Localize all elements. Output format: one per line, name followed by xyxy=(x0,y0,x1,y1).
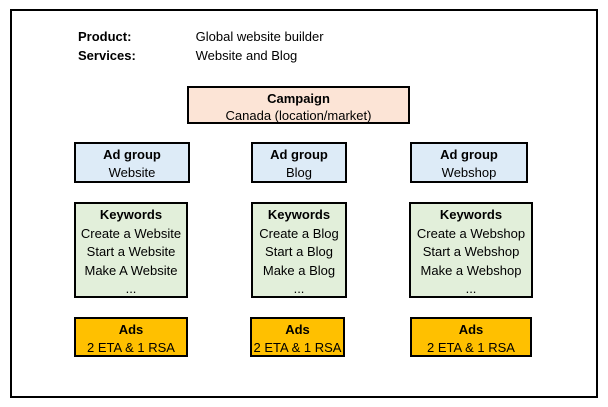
keyword-item: Start a Webshop xyxy=(422,244,520,259)
ad-group-name: Blog xyxy=(285,165,313,180)
keyword-item: Create a Webshop xyxy=(416,225,526,241)
ad-group-name: Webshop xyxy=(441,165,497,180)
ad-group-title: Ad group xyxy=(103,147,161,162)
keyword-item: Make a Webshop xyxy=(420,262,522,278)
product-services-info: Product: Global website builder Services… xyxy=(78,27,324,65)
keyword-item: Create a Website xyxy=(80,225,182,241)
ads-value: 2 ETA & 1 RSA xyxy=(253,340,342,355)
ad-group-title: Ad group xyxy=(270,147,328,162)
ads-box-blog: Ads 2 ETA & 1 RSA xyxy=(250,317,345,357)
ad-group-name: Website xyxy=(108,165,156,180)
keyword-item: Start a Blog xyxy=(265,244,333,259)
keyword-item: Make a Blog xyxy=(262,262,336,278)
keyword-item: Start a Website xyxy=(86,244,176,259)
services-label: Services: xyxy=(78,48,136,63)
ad-group-box-website: Ad group Website xyxy=(74,142,190,183)
keyword-ellipsis: ... xyxy=(293,281,305,296)
keywords-box-webshop: Keywords Create a Webshop Start a Websho… xyxy=(409,202,533,298)
keywords-box-website: Keywords Create a Website Start a Websit… xyxy=(74,202,188,298)
keyword-ellipsis: ... xyxy=(465,281,477,296)
ad-group-title: Ad group xyxy=(440,147,498,162)
ads-title: Ads xyxy=(285,322,310,337)
campaign-box: Campaign Canada (location/market) xyxy=(187,86,410,124)
services-row: Services: Website and Blog xyxy=(78,46,324,65)
keyword-ellipsis: ... xyxy=(125,281,137,296)
keywords-title: Keywords xyxy=(439,207,503,222)
keywords-title: Keywords xyxy=(99,207,163,222)
keywords-box-blog: Keywords Create a Blog Start a Blog Make… xyxy=(251,202,347,298)
product-value: Global website builder xyxy=(195,29,324,44)
product-row: Product: Global website builder xyxy=(78,27,324,46)
keyword-item: Make A Website xyxy=(84,262,178,278)
campaign-subtitle: Canada (location/market) xyxy=(225,108,372,123)
ads-box-website: Ads 2 ETA & 1 RSA xyxy=(74,317,188,357)
ads-title: Ads xyxy=(458,322,484,337)
ad-group-box-blog: Ad group Blog xyxy=(251,142,347,183)
services-value: Website and Blog xyxy=(195,48,298,63)
ads-value: 2 ETA & 1 RSA xyxy=(87,340,175,355)
ads-title: Ads xyxy=(118,322,144,337)
ad-group-box-webshop: Ad group Webshop xyxy=(410,142,528,183)
ads-box-webshop: Ads 2 ETA & 1 RSA xyxy=(410,317,532,357)
campaign-title: Campaign xyxy=(267,91,330,106)
keyword-item: Create a Blog xyxy=(259,225,339,241)
ads-value: 2 ETA & 1 RSA xyxy=(427,340,515,355)
keywords-title: Keywords xyxy=(267,207,331,222)
product-label: Product: xyxy=(78,29,132,44)
